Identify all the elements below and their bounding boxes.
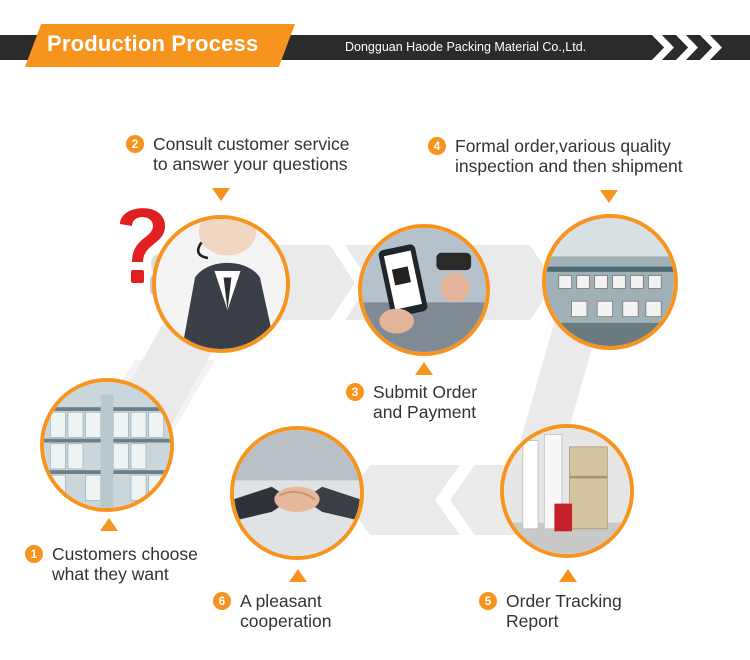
step-6-line2: cooperation (240, 611, 332, 631)
photo-tracking (500, 424, 634, 558)
pointer-up-icon (100, 518, 118, 531)
photo-customer-service (152, 215, 290, 353)
step-number-badge: 4 (428, 137, 446, 155)
pointer-down-icon (212, 188, 230, 201)
photo-warehouse (40, 378, 174, 512)
pointer-up-icon (415, 362, 433, 375)
page-title: Production Process (47, 31, 259, 56)
pointer-up-icon (559, 569, 577, 582)
step-2-line2: to answer your questions (153, 154, 348, 174)
step-6-line1: A pleasant (240, 591, 322, 611)
header-title-tab: Production Process (25, 24, 295, 67)
photo-handshake (230, 426, 364, 560)
step-3-line2: and Payment (373, 402, 477, 422)
company-name: Dongguan Haode Packing Material Co.,Ltd. (345, 40, 587, 54)
step-number-badge: 3 (346, 383, 364, 401)
step-number-badge: 1 (25, 545, 43, 563)
photo-payment (358, 224, 490, 356)
header-banner: Production Process Dongguan Haode Packin… (0, 0, 750, 90)
step-number-badge: 6 (213, 592, 231, 610)
step-1-line1: Customers choose (52, 544, 198, 564)
step-1-line2: what they want (52, 564, 169, 584)
step-2-line1: Consult customer service (153, 134, 350, 154)
step-number-badge: 2 (126, 135, 144, 153)
photo-factory (542, 214, 678, 350)
pointer-up-icon (289, 569, 307, 582)
step-5-line2: Report (506, 611, 559, 631)
pointer-down-icon (600, 190, 618, 203)
step-3-line1: Submit Order (373, 382, 478, 402)
step-4-line2: inspection and then shipment (455, 156, 683, 176)
step-4-line1: Formal order,various quality (455, 136, 671, 156)
step-5-line1: Order Tracking (506, 591, 622, 611)
step-number-badge: 5 (479, 592, 497, 610)
